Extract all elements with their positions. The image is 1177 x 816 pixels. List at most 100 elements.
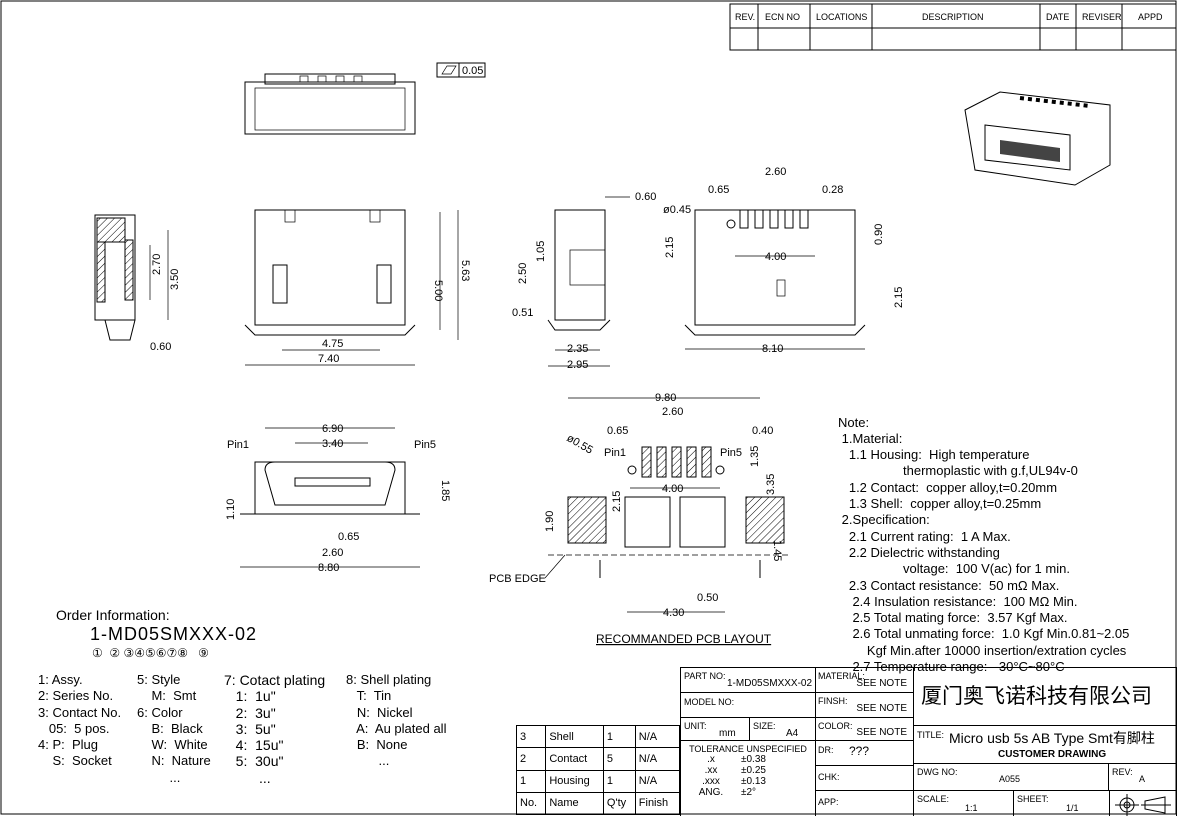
tolerance-precision: .x: [707, 754, 715, 765]
order-option: 1: 1u": [224, 688, 276, 705]
sheet-value: 1/1: [1066, 803, 1079, 813]
dim-pcb-total: 9.80: [655, 392, 676, 404]
dim-rear-b: 4.00: [765, 251, 786, 263]
dim-pcb-pitch: 0.65: [607, 425, 628, 437]
dim-pcb-g: 1.45: [771, 540, 783, 561]
bom-cell: 1: [602, 769, 636, 793]
description-header: DESCRIPTION: [922, 12, 984, 22]
note-line: 1.1 Housing: High temperature: [838, 447, 1030, 463]
bom-header: Q'ty: [602, 791, 636, 816]
order-option: 3: Contact No.: [38, 704, 122, 720]
dim-pcb-c: 3.35: [765, 474, 777, 495]
note-line: 1.2 Contact: copper alloy,t=0.20mm: [838, 479, 1058, 495]
dim-rear-width: 8.10: [762, 343, 783, 355]
front-view: 5.00 5.63 4.75 7.40: [244, 209, 471, 366]
order-option: ...: [137, 769, 181, 785]
bom-header: Name: [545, 791, 604, 816]
dim-pcb-e: 4.00: [662, 483, 683, 495]
bom-cell: Housing: [545, 769, 604, 793]
mating-face-view: 6.90 3.40 Pin1 Pin5 1.85 1.10 0.65 2.60 …: [225, 423, 451, 574]
dim-front-pitch: 4.75: [322, 338, 343, 350]
dim-side2-b: 2.50: [517, 263, 529, 284]
order-option: N: Nature: [137, 753, 211, 769]
dim-mating-pitch: 0.65: [338, 531, 359, 543]
ecn-header: ECN NO: [765, 12, 800, 22]
part-no: 1-MD05SMXXX-02: [727, 678, 813, 689]
dim-rear-pitch: 0.65: [708, 184, 729, 196]
rev-label: REV:: [1112, 767, 1133, 777]
note-line: 2.5 Total mating force: 3.57 Kgf Max.: [838, 610, 1068, 626]
appd-header: APPD: [1138, 12, 1163, 22]
unit-value: mm: [719, 728, 736, 739]
bom-cell: Shell: [545, 724, 604, 749]
order-option: 4: P: Plug: [38, 737, 98, 753]
dim-side1-total: 3.50: [169, 269, 181, 290]
finish-value: SEE NOTE: [856, 703, 907, 714]
dim-rear-hole: ø0.45: [663, 204, 691, 216]
top-view: 0.05: [244, 62, 486, 135]
order-option: 8: Shell plating: [346, 672, 432, 687]
dim-rear-c: 0.90: [873, 224, 885, 245]
order-option: 5: Style: [137, 672, 181, 687]
dim-mating-width: 8.80: [318, 562, 339, 574]
order-option: ...: [346, 753, 390, 769]
dim-pcb-span: 2.60: [662, 406, 683, 418]
note-line: 2.6 Total unmating force: 1.0 Kgf Min.0.…: [838, 626, 1130, 642]
order-option: ...: [224, 769, 271, 786]
rev-value: A: [1139, 774, 1146, 784]
drawing-title: Micro usb 5s AB Type Smt有脚柱: [949, 730, 1155, 746]
bom-cell: 5: [602, 747, 636, 771]
dim-front-height: 5.00: [432, 280, 444, 301]
bom-cell: N/A: [634, 724, 681, 749]
order-option: S: Socket: [38, 753, 112, 769]
app-label: APP:: [818, 797, 839, 807]
side-view-right: 0.60 1.05 2.50 0.51 2.35 2.95: [512, 191, 656, 371]
order-option: N: Nickel: [346, 704, 413, 720]
order-option: 7: Cotact plating: [224, 672, 326, 688]
order-option: 6: Color: [137, 704, 183, 720]
title-label: TITLE:: [917, 730, 945, 740]
isometric-view: [964, 91, 1111, 186]
projection-symbol-icon: [1115, 794, 1171, 816]
size-label: SIZE:: [753, 721, 776, 731]
order-option: A: Au plated all: [346, 720, 447, 736]
dim-pcb-d: 2.15: [611, 491, 623, 512]
note-line: voltage: 100 V(ac) for 1 min.: [838, 561, 1070, 577]
rev-header: REV.: [735, 12, 755, 22]
dim-mating-outer: 6.90: [322, 423, 343, 435]
order-info-title: Order Information:: [56, 607, 170, 623]
bom-cell: 1: [515, 769, 547, 793]
order-col3: 7: Cotact plating 1: 1u" 2: 3u" 3: 5u" 4…: [224, 672, 325, 786]
tolerance-title: TOLERANCE UNSPECIFIED: [689, 744, 807, 754]
tolerance-precision: .xx: [704, 765, 718, 776]
dim-side1-foot: 0.60: [150, 341, 171, 353]
note-line: 1.3 Shell: copper alloy,t=0.25mm: [838, 496, 1042, 512]
pin1-label: Pin1: [227, 439, 249, 451]
order-col4: 8: Shell plating T: Tin N: Nickel A: Au …: [346, 672, 446, 770]
color-value: SEE NOTE: [856, 727, 907, 738]
bom-header: No.: [515, 791, 547, 816]
dim-pcb-hole: ø0.55: [565, 432, 595, 456]
pcb-layout-title: RECOMMANDED PCB LAYOUT: [596, 632, 772, 646]
note-line: 2.3 Contact resistance: 50 mΩ Max.: [838, 577, 1060, 593]
note-line: Kgf Min.after 10000 insertion/extration …: [838, 642, 1127, 658]
pcb-edge-label: PCB EDGE: [489, 573, 546, 585]
size-value: A4: [786, 728, 799, 739]
dim-front-width: 7.40: [318, 353, 339, 365]
order-option: 3: 5u": [224, 720, 276, 737]
drawing-subtitle: CUSTOMER DRAWING: [998, 749, 1107, 760]
note-line: 2.4 Insulation resistance: 100 MΩ Min.: [838, 593, 1078, 609]
bom-cell: 1: [602, 724, 636, 749]
dim-side2-top: 0.60: [635, 191, 656, 203]
dim-rear-pitch-span: 2.60: [765, 166, 786, 178]
date-header: DATE: [1046, 12, 1069, 22]
note-line: 2.1 Current rating: 1 A Max.: [838, 528, 1011, 544]
flatness-value: 0.05: [462, 65, 483, 77]
order-option: 2: Series No.: [38, 688, 114, 704]
